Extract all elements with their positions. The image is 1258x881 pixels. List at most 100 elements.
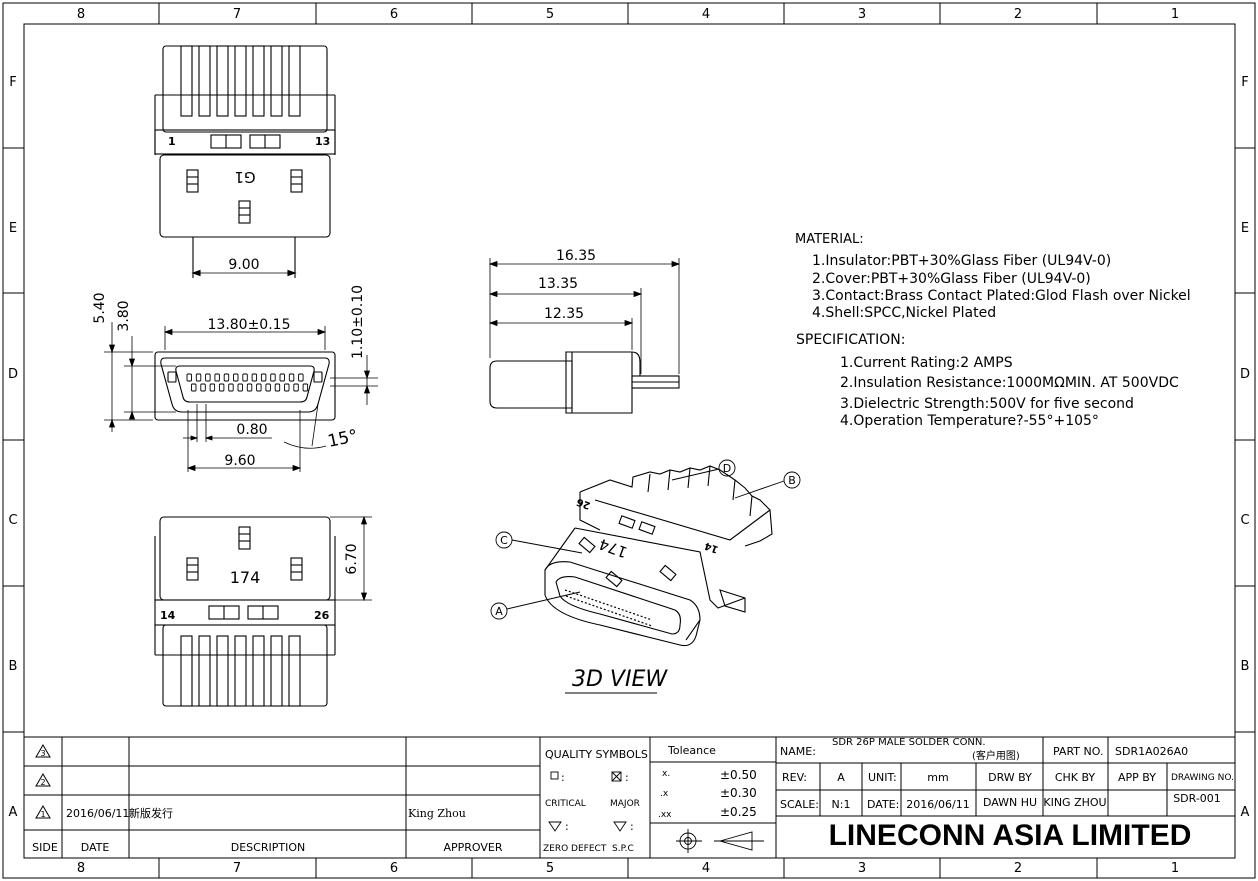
contact-pad (265, 383, 271, 392)
col-label: 7 (233, 861, 241, 876)
dimension-text: 13.35 (538, 276, 578, 292)
col-label: 8 (77, 861, 85, 876)
iso-contacts (564, 589, 653, 627)
row-dividers (3, 147, 1255, 733)
col-label: 6 (390, 7, 398, 22)
contact-pad (233, 373, 239, 382)
angle-text: 15° (326, 426, 360, 452)
tolerance-value: ±0.25 (720, 805, 757, 819)
contact-pad (302, 383, 309, 392)
header-date: DATE (81, 841, 110, 854)
title-block-grid (24, 736, 1235, 858)
drawing-no-value: SDR-001 (1173, 792, 1221, 805)
scale-value: N:1 (832, 798, 851, 811)
dimension-text: 9.00 (228, 257, 259, 273)
quality-colon: : (630, 820, 634, 833)
tolerance-title: Toleance (667, 744, 716, 757)
tolerance-label: x. (662, 769, 670, 779)
tolerance-value: ±0.50 (720, 768, 757, 782)
column-dividers (158, 3, 1098, 878)
row-label: F (9, 75, 16, 90)
contact-pad (209, 383, 216, 392)
specification-item: 3.Dielectric Strength:500V for five seco… (840, 396, 1134, 412)
col-label: 1 (1171, 861, 1179, 876)
callouts (490, 459, 801, 620)
callout-label: D (723, 462, 731, 475)
col-label: 4 (702, 7, 710, 22)
row-label: E (1241, 221, 1249, 236)
row-label: D (8, 367, 18, 382)
specification-item: 1.Current Rating:2 AMPS (840, 355, 1013, 371)
contact-pad (256, 383, 262, 392)
quality-zero-defect: ZERO DEFECT (543, 844, 607, 854)
col-label: 3 (858, 861, 866, 876)
specification-item: 4.Operation Temperature?-55°+105° (840, 413, 1099, 429)
side-dims (488, 258, 681, 374)
contact-pad (186, 373, 192, 382)
date-value: 2016/06/11 (906, 798, 969, 811)
quality-title: QUALITY SYMBOLS (545, 748, 648, 761)
top-view-fins (180, 45, 301, 117)
scale-label: SCALE: (780, 798, 819, 811)
callout-label: A (495, 605, 503, 618)
contact-pad (191, 383, 197, 392)
dimension-text: 3.80 (116, 300, 132, 331)
col-label: 4 (702, 861, 710, 876)
pin-label: 26 (314, 609, 330, 622)
contact-pad (260, 373, 267, 382)
header-description: DESCRIPTION (231, 841, 305, 854)
contact-pad (274, 383, 281, 392)
bottom-view-fins (180, 635, 301, 707)
unit-value: mm (927, 771, 948, 784)
contact-pad (246, 383, 253, 392)
side-view (489, 351, 680, 414)
row-label: E (9, 221, 17, 236)
contact-pad (270, 373, 276, 382)
contact-pad (242, 373, 248, 382)
header-approver: APPROVER (443, 841, 502, 854)
contact-pad (279, 373, 285, 382)
contact-pad (251, 373, 258, 382)
material-item: 2.Cover:PBT+30%Glass Fiber (UL94V-0) (812, 271, 1091, 287)
callout-label: C (500, 534, 508, 547)
bottom-dims (330, 515, 372, 602)
contact-pad (237, 383, 243, 392)
material-item: 1.Insulator:PBT+30%Glass Fiber (UL94V-0) (812, 253, 1111, 269)
inner-frame (23, 23, 1236, 859)
col-label: 1 (1171, 7, 1179, 22)
col-label: 5 (546, 861, 554, 876)
part-mark: 174 (230, 568, 261, 587)
quality-colon: : (565, 820, 569, 833)
quality-colon: : (625, 771, 629, 784)
col-label: 7 (233, 7, 241, 22)
bottom-view (154, 516, 336, 707)
specification-heading: SPECIFICATION: (796, 332, 905, 348)
revision-triangles (35, 744, 51, 819)
quality-glyphs (548, 771, 764, 853)
view-label: 3D VIEW (572, 667, 668, 692)
col-label: 2 (1014, 861, 1022, 876)
part-no-value: SDR1A026A0 (1115, 745, 1188, 758)
name-value: SDR 26P MALE SOLDER CONN. (832, 737, 986, 748)
drawing-no-label: DRAWING NO. (1171, 773, 1234, 783)
callout-d (718, 459, 736, 477)
row-label: B (9, 659, 18, 674)
contact-pad (228, 383, 234, 392)
contact-pad (288, 373, 295, 382)
rev-label: REV: (782, 771, 807, 784)
revision-symbol: 1 (40, 810, 45, 819)
part-no-label: PART NO. (1053, 745, 1103, 758)
pin-label: 13 (315, 135, 330, 148)
dimension-text: 16.35 (556, 248, 596, 264)
date-label: DATE: (867, 798, 899, 811)
dimension-text: 13.80±0.15 (208, 317, 291, 333)
front-contacts (186, 373, 309, 392)
header-side: SIDE (32, 841, 58, 854)
dimension-text: 12.35 (544, 306, 584, 322)
row-label: A (1241, 805, 1250, 820)
pin-label: 1 (168, 135, 176, 148)
dimension-text: 6.70 (344, 543, 360, 574)
contact-pad (223, 373, 230, 382)
rev-value: A (837, 771, 845, 784)
row-label: C (1240, 513, 1249, 528)
